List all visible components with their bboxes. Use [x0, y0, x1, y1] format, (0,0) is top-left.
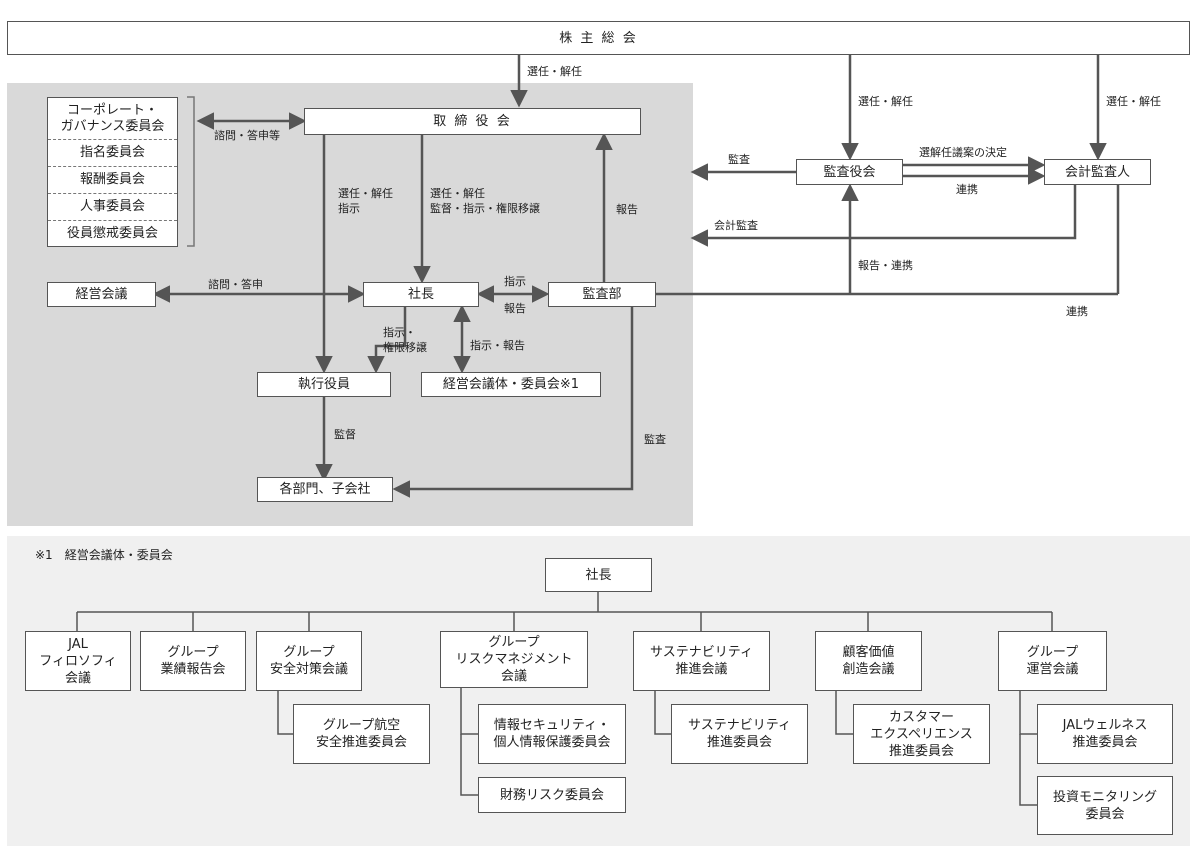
label-accounting-audit: 会計監査 — [714, 219, 758, 232]
committee-compensation: 報酬委員会 — [48, 167, 177, 194]
shareholders-meeting-box: 株 主 総 会 — [7, 21, 1190, 55]
label-report-coop: 報告・連携 — [858, 259, 913, 272]
audit-board-box: 監査役会 — [796, 159, 903, 185]
child-sustainability-committee: サステナビリティ 推進委員会 — [671, 704, 808, 764]
label-elect-auditor: 選任・解任 — [1106, 95, 1161, 108]
label-report-board: 報告 — [616, 203, 638, 216]
label-board-president: 選任・解任 監督・指示・権限移譲 — [430, 187, 540, 215]
label-cooperation2: 連携 — [1066, 305, 1088, 318]
committee-personnel: 人事委員会 — [48, 194, 177, 221]
label-report: 報告 — [504, 302, 526, 315]
executive-officers-box: 執行役員 — [257, 372, 391, 397]
president-box: 社長 — [363, 282, 479, 307]
label-consult-committees: 諮問・答申等 — [214, 129, 280, 142]
group-customer-value: 顧客価値 創造会議 — [815, 631, 922, 691]
arrow-pres-exec — [367, 306, 407, 374]
management-council-box: 経営会議 — [47, 282, 156, 307]
label-pres-council: 指示・報告 — [470, 339, 525, 352]
arrow-accounting-audit — [690, 185, 1077, 247]
arrow-audit-depts — [392, 306, 634, 498]
board-committees-stack: コーポレート・ ガバナンス委員会 指名委員会 報酬委員会 人事委員会 役員懲戒委… — [47, 97, 178, 247]
child-info-security: 情報セキュリティ・ 個人情報保護委員会 — [478, 704, 626, 764]
label-decision: 選解任議案の決定 — [919, 146, 1007, 159]
child-aviation-safety: グループ航空 安全推進委員会 — [293, 704, 430, 764]
label-elect-top: 選任・解任 — [527, 65, 582, 78]
departments-subsidiaries-box: 各部門、子会社 — [257, 477, 393, 502]
group-safety: グループ 安全対策会議 — [256, 631, 362, 691]
child-customer-experience: カスタマー エクスペリエンス 推進委員会 — [853, 704, 990, 764]
label-audit-depts: 監査 — [644, 433, 666, 446]
label-audit-left: 監査 — [728, 153, 750, 166]
footnote-tree-lines — [76, 592, 1053, 806]
group-philosophy: JAL フィロソフィ 会議 — [25, 631, 131, 691]
child-wellness: JALウェルネス 推進委員会 — [1037, 704, 1173, 764]
label-elect-audit-board: 選任・解任 — [858, 95, 913, 108]
committee-nomination: 指名委員会 — [48, 140, 177, 167]
group-performance: グループ 業績報告会 — [140, 631, 246, 691]
group-sustainability: サステナビリティ 推進会議 — [633, 631, 770, 691]
label-consult-council: 諮問・答申 — [208, 278, 263, 291]
child-investment-monitoring: 投資モニタリング 委員会 — [1037, 776, 1173, 835]
group-operations: グループ 運営会議 — [998, 631, 1107, 691]
council-bodies-box: 経営会議体・委員会※1 — [421, 372, 601, 397]
committee-corporate-governance: コーポレート・ ガバナンス委員会 — [48, 98, 177, 140]
label-pres-exec: 指示・ 権限移譲 — [383, 326, 427, 354]
committee-disciplinary: 役員懲戒委員会 — [66, 225, 158, 241]
footnote-title: ※1 経営会議体・委員会 — [35, 548, 173, 562]
accounting-auditor-box: 会計監査人 — [1044, 159, 1151, 185]
child-financial-risk: 財務リスク委員会 — [478, 777, 626, 813]
label-board-exec: 選任・解任 指示 — [338, 187, 393, 215]
audit-department-box: 監査部 — [548, 282, 656, 307]
label-cooperation1: 連携 — [956, 183, 978, 196]
board-of-directors-box: 取 締 役 会 — [304, 108, 641, 135]
committees-bracket — [187, 96, 195, 247]
label-instruct: 指示 — [504, 275, 526, 288]
group-risk: グループ リスクマネジメント 会議 — [440, 631, 588, 688]
footnote-root-president: 社長 — [545, 558, 652, 592]
label-supervise: 監督 — [334, 428, 356, 441]
